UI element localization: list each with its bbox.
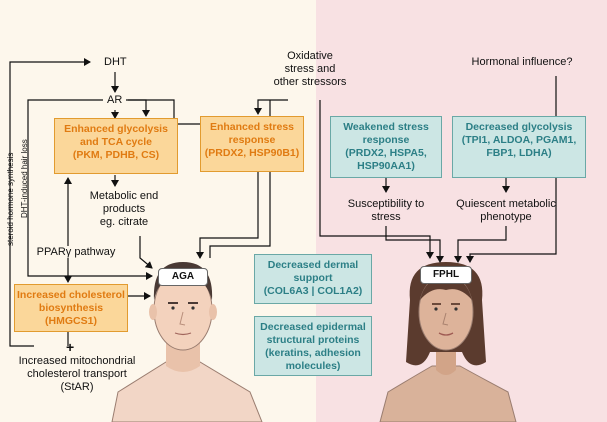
steroid-synthesis-label: steroid hormone synthesis	[6, 152, 15, 246]
oxidative-stress-node: Oxidative stress and other stressors	[273, 50, 347, 88]
weakened-stress-box: Weakened stress response (PRDX2, HSPA5, …	[330, 116, 442, 178]
arrow-susceptibility-to-fphl	[385, 226, 444, 263]
quiescent-phenotype-node: Quiescent metabolic phenotype	[456, 198, 556, 223]
dht-hair-loss-label: DHT-induced hair loss	[20, 139, 29, 218]
dht-node: DHT	[104, 56, 127, 68]
decreased-epidermal-box: Decreased epidermal structural proteins …	[254, 316, 372, 376]
decreased-glycolysis-box: Decreased glycolysis (TPI1, ALDOA, PGAM1…	[452, 116, 586, 178]
line-oxidative-to-aga	[209, 100, 271, 258]
plus-sign: +	[66, 339, 75, 355]
arrow-quiescent-to-fphl	[454, 226, 507, 263]
arrow-ar-to-stress-branch	[126, 99, 150, 117]
decreased-dermal-box: Decreased dermal support (COL6A3 | COL1A…	[254, 254, 372, 304]
arrow-oxidative-to-fphl	[319, 100, 434, 259]
enhanced-glycolysis-box: Enhanced glycolysis and TCA cycle (PKM, …	[54, 118, 178, 174]
fphl-label: FPHL	[420, 266, 472, 284]
ar-node: AR	[107, 94, 123, 106]
cholesterol-biosynthesis-box: Increased cholesterol biosynthesis (HMGC…	[14, 284, 128, 332]
arrow-steroid-to-dht	[9, 58, 91, 347]
hormonal-influence-node: Hormonal influence?	[471, 56, 573, 68]
arrow-ar-to-aga	[27, 99, 153, 280]
arrow-metabolic-to-aga	[139, 236, 153, 269]
arrow-stress-to-aga	[196, 172, 259, 259]
ppar-pathway-node: PPARγ pathway	[36, 246, 116, 258]
mitochondrial-transport-node: Increased mitochondrial cholesterol tran…	[18, 355, 136, 393]
aga-label: AGA	[158, 268, 208, 286]
enhanced-stress-box: Enhanced stress response (PRDX2, HSP90B1…	[200, 116, 304, 172]
female-figure-illustration	[379, 262, 517, 422]
susceptibility-node: Susceptibility to stress	[347, 198, 425, 223]
arrow-oxidative-to-stress	[254, 99, 288, 115]
arrow-stress-to-ar	[128, 99, 202, 125]
metabolic-end-products-node: Metabolic end products eg. citrate	[89, 190, 159, 228]
